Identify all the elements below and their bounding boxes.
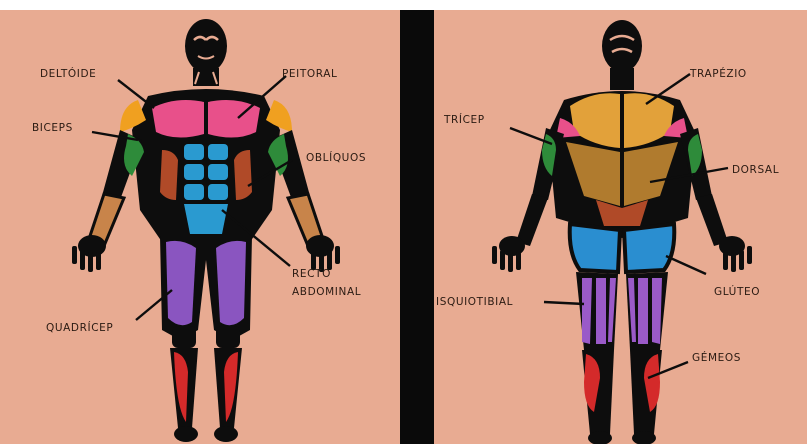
hand-right xyxy=(306,235,340,272)
label-recto-line2: ABDOMINAL xyxy=(292,286,361,299)
hamstrings-right xyxy=(628,278,662,344)
gluteus-right xyxy=(624,224,674,272)
label-gemeos: GÉMEOS xyxy=(692,352,741,365)
label-isquiotibial: ISQUIOTIBIAL xyxy=(436,296,513,309)
gluteus-left xyxy=(570,224,620,272)
pectoral-left xyxy=(152,100,204,138)
oblique-left xyxy=(160,150,178,200)
label-obliquos: OBLÍQUOS xyxy=(306,152,366,165)
quadriceps-right xyxy=(216,241,246,325)
leader-gluteo xyxy=(666,256,706,274)
label-gluteo: GLÚTEO xyxy=(714,286,760,299)
label-deltoide: DELTÓIDE xyxy=(40,68,96,81)
panel-divider xyxy=(400,10,434,444)
label-peitoral: PEITORAL xyxy=(282,68,337,81)
front-view-panel: DELTÓIDE PEITORAL BICEPS OBLÍQUOS RECTO … xyxy=(0,10,400,444)
label-tricep: TRÍCEP xyxy=(444,114,485,127)
back-body-figure xyxy=(434,10,807,444)
label-dorsal: DORSAL xyxy=(732,164,779,177)
leader-isquiotibial xyxy=(544,302,584,304)
label-trapezio: TRAPÉZIO xyxy=(690,68,747,81)
label-quadricep: QUADRÍCEP xyxy=(46,322,113,335)
back-hand-left xyxy=(492,236,525,272)
back-view-panel: TRÍCEP TRAPÉZIO DORSAL ISQUIOTIBIAL GLÚT… xyxy=(434,10,807,444)
back-head xyxy=(602,20,642,90)
quadriceps-left xyxy=(166,241,196,325)
back-hand-right xyxy=(719,236,752,272)
front-head xyxy=(185,19,227,86)
label-biceps: BICEPS xyxy=(32,122,73,135)
hand-left xyxy=(72,235,106,272)
oblique-right xyxy=(234,150,252,200)
label-recto-line1: RECTO xyxy=(292,268,331,281)
hamstrings-left xyxy=(582,278,616,344)
